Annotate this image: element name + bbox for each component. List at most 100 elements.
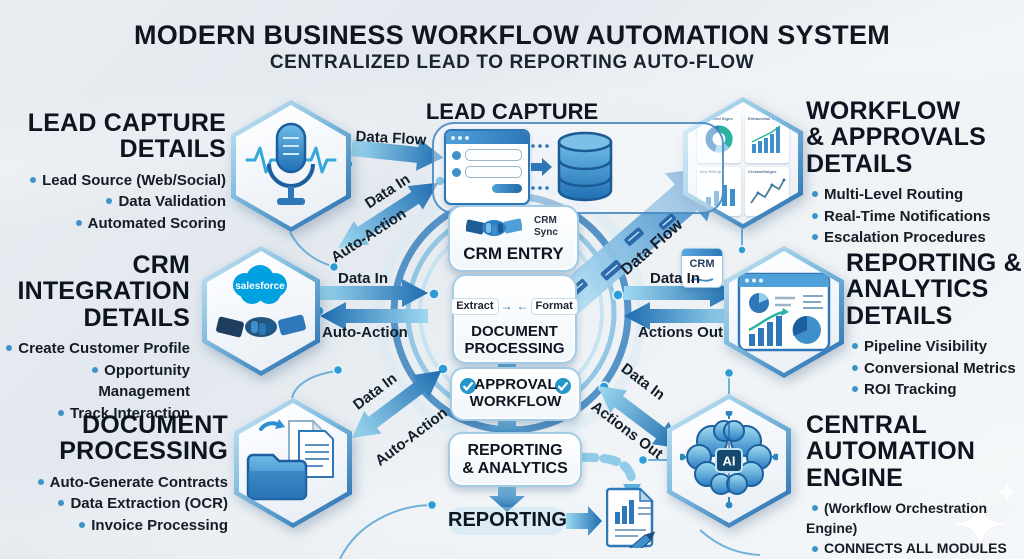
- pencil-icon: [629, 531, 656, 548]
- bullet-item: Multi-Level Routing: [806, 184, 1024, 206]
- section-workflow-approvals-details: WORKFLOW & APPROVALS DETAILS Multi-Level…: [806, 98, 1024, 249]
- label-data-in-midright: Data In: [650, 270, 701, 287]
- handshake-icon: [466, 218, 522, 236]
- document-sheets: [288, 419, 334, 478]
- mini-line-chart: Creswethsigns: [745, 167, 789, 216]
- format-tag: Format: [530, 297, 578, 315]
- bullet-item: Data Extraction (OCR): [16, 493, 228, 515]
- database-icon: [557, 131, 613, 202]
- bullet-text: Pipeline Visibility: [864, 337, 988, 355]
- bullet-dot: [58, 500, 65, 507]
- folder-shape: [246, 453, 308, 501]
- lead-form-icon: [444, 129, 530, 205]
- bullet-dot: [79, 522, 86, 529]
- section-heading: CENTRAL AUTOMATION ENGINE: [806, 411, 976, 492]
- bullet-dot: [852, 364, 858, 371]
- arrow-ra-to-reporting: [489, 481, 525, 512]
- check-circle-icon: [553, 376, 573, 396]
- bullet-dot: [812, 212, 818, 219]
- bullet-text: Real-Time Notifications: [824, 207, 991, 225]
- arrow-auto-action-mid-left: [320, 302, 428, 330]
- bullet-item: Opportunity Management: [0, 360, 190, 404]
- bullet-list: (Workflow Orchestration Engine) CONNECTS…: [806, 498, 1024, 559]
- arrow-data-in-mid-left: [316, 279, 428, 307]
- hexagon-document-processing: [234, 398, 352, 528]
- field-icon: [452, 150, 461, 160]
- bullet-dot: [37, 478, 44, 485]
- salesforce-handshake-icon: salesforce: [216, 265, 306, 338]
- crm-entry-label: CRM ENTRY: [463, 244, 564, 263]
- section-central-automation-engine: CENTRAL AUTOMATION ENGINE (Workflow Orch…: [806, 412, 1024, 559]
- mini-window-titlebar: [682, 249, 722, 256]
- analytics-window-icon: [737, 272, 831, 352]
- label-data-in-midleft: Data In: [338, 270, 389, 287]
- bullet-list: Auto-Generate Contracts Data Extraction …: [16, 472, 228, 537]
- bullet-text: Auto-Generate Contracts: [49, 473, 228, 491]
- section-heading: DOCUMENT PROCESSING: [59, 411, 228, 466]
- section-reporting-analytics-details: REPORTING & ANALYTICS DETAILS Pipeline V…: [846, 250, 1024, 401]
- check-circle-icon: [458, 376, 478, 396]
- bullet-text: Invoice Processing: [91, 517, 228, 534]
- document-processing-label: DOCUMENT PROCESSING: [464, 323, 565, 357]
- form-field-row: [452, 166, 522, 178]
- arrow-reporting-to-doc: [566, 506, 602, 536]
- bullet-text: Multi-Level Routing: [824, 185, 964, 203]
- section-heading: REPORTING & ANALYTICS DETAILS: [846, 249, 1022, 330]
- bullet-text: Opportunity Management: [98, 361, 190, 401]
- section-heading: CRM INTEGRATION DETAILS: [17, 251, 190, 332]
- crm-entry-card: CRM Sync CRM ENTRY: [448, 205, 579, 272]
- mini-chart-title: Resourced Signs: [700, 116, 733, 121]
- reporting-label-bg: [448, 507, 566, 535]
- bullet-text: (Workflow Orchestration Engine): [806, 499, 988, 537]
- report-document-icon: [606, 487, 656, 548]
- bullet-dot: [852, 386, 858, 393]
- arrow-actions-out-mid-right: [624, 302, 736, 330]
- bullet-text: Create Customer Profile: [18, 339, 190, 357]
- bullet-item: ROI Tracking: [846, 379, 1024, 401]
- form-input: [465, 149, 522, 161]
- bullet-text: Data Validation: [118, 193, 226, 211]
- crm-mini-label: CRM: [689, 258, 715, 270]
- handshake-shape: [216, 314, 306, 338]
- bullet-item: Real-Time Notifications: [806, 206, 1024, 228]
- section-heading: LEAD CAPTURE DETAILS: [27, 109, 226, 164]
- hexagon-reporting-analytics: [724, 246, 844, 378]
- circuit-connectors: [289, 229, 761, 559]
- arrow-data-in-auto-action-top: [338, 182, 439, 248]
- label-auto-action-midleft: Auto-Action: [322, 324, 408, 341]
- bullet-list: Pipeline Visibility Conversional Metrics…: [846, 336, 1024, 401]
- field-icon: [452, 167, 461, 177]
- mini-bar-chart: Entravertan Trends: [745, 114, 789, 163]
- window-dot: [458, 135, 462, 140]
- bullet-item: Invoice Processing: [16, 515, 228, 537]
- form-window-titlebar: [446, 131, 528, 144]
- section-crm-integration-details: CRM INTEGRATION DETAILS Create Customer …: [0, 252, 190, 425]
- reporting-label: REPORTING: [448, 509, 567, 531]
- extract-tag: Extract: [451, 297, 499, 315]
- bullet-dot: [92, 366, 99, 373]
- bullet-item: Escalation Procedures: [806, 227, 1024, 249]
- arrow-data-in-actions-out-bottom: [598, 386, 682, 449]
- crm-mini-window-icon: CRM: [681, 248, 723, 288]
- bullet-item: Automated Scoring: [14, 213, 226, 235]
- bullet-item: Create Customer Profile: [0, 338, 190, 360]
- section-lead-capture-details: LEAD CAPTURE DETAILS Lead Source (Web/So…: [14, 110, 226, 235]
- mini-chart-title: Entravertan Trends: [748, 116, 785, 121]
- hexagon-crm-integration: salesforce: [202, 246, 320, 376]
- document-processing-card: Extract → ← Format DOCUMENT PROCESSING: [451, 274, 578, 364]
- arrow-data-in-auto-action-bottom: [352, 370, 442, 438]
- bullet-dot: [812, 190, 818, 197]
- hexagon-workflow-approvals: Resourced Signs Entravertan Trends Key H…: [683, 97, 803, 229]
- microphone-icon: [245, 122, 337, 205]
- form-submit-button: [492, 184, 522, 193]
- window-dot: [465, 135, 469, 140]
- salesforce-cloud: [233, 265, 287, 304]
- bullet-text: Data Extraction (OCR): [70, 495, 228, 513]
- bullet-text: ROI Tracking: [864, 381, 957, 399]
- reporting-analytics-card: REPORTING & ANALYTICS: [448, 432, 582, 487]
- bullet-text: Lead Source (Web/Social): [42, 171, 226, 189]
- bullet-dot: [75, 220, 82, 227]
- bullet-dot: [812, 545, 818, 552]
- label-actions-out-midright: Actions Out: [638, 324, 723, 341]
- hexagon-central-automation: AI: [667, 394, 791, 528]
